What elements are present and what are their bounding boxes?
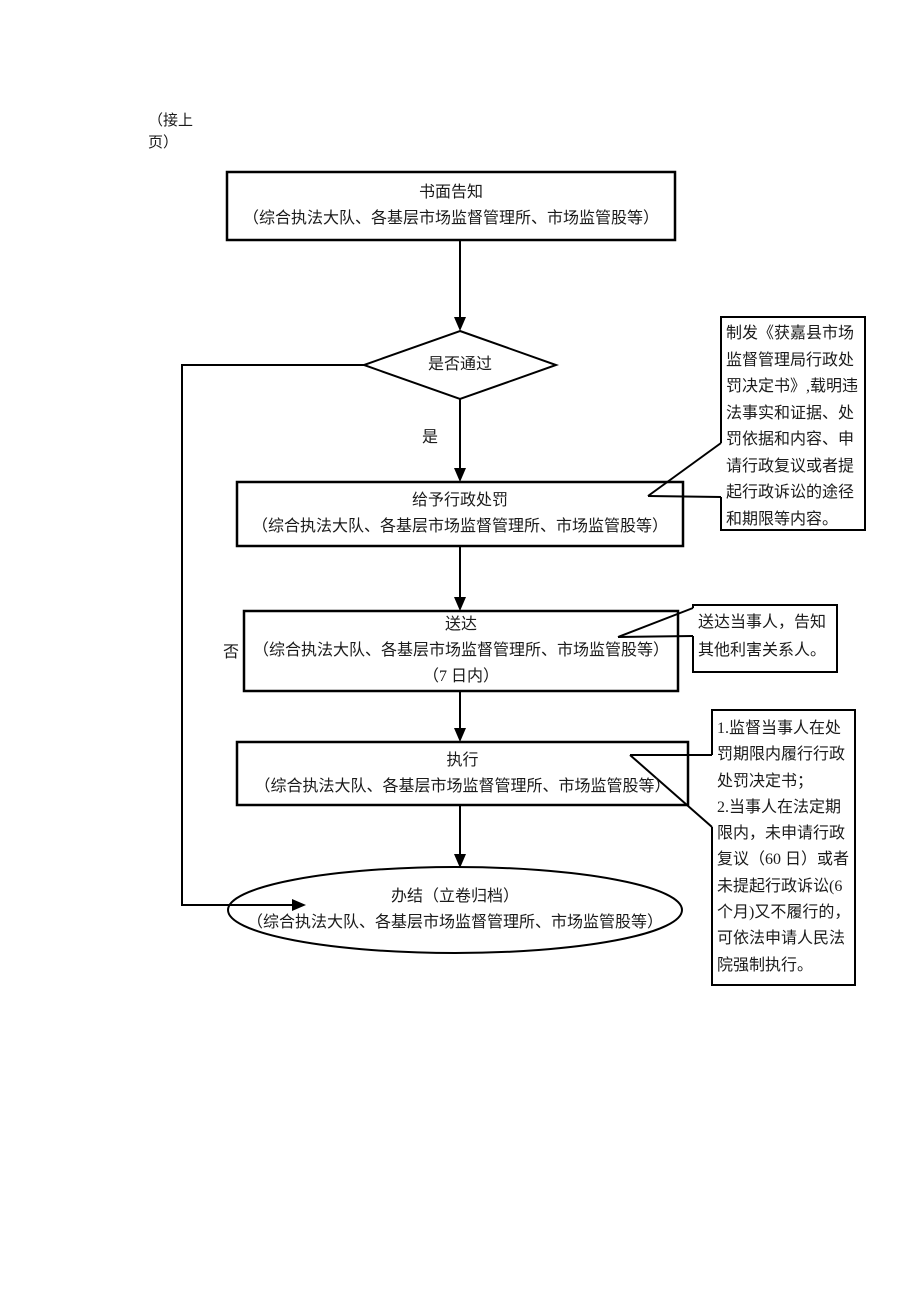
close-node: 办结（立卷归档） （综合执法大队、各基层市场监督管理所、市场监管股等） — [232, 869, 678, 951]
penalty-subtitle: （综合执法大队、各基层市场监督管理所、市场监管股等） — [251, 518, 668, 535]
execute-note-callout-text: 1.监督当事人在处 罚期限内履行行政 处罚决定书； 2.当事人在法定期 限内，未… — [717, 720, 851, 974]
notify-subtitle: （综合执法大队、各基层市场监督管理所、市场监管股等） — [242, 210, 659, 227]
arrowhead-close — [454, 854, 466, 868]
deliver-box-shape — [242, 609, 680, 693]
notify-box-shape — [225, 170, 677, 242]
connector-decision-no-to-close — [181, 364, 364, 906]
penalty-node: 给予行政处罚 （综合执法大队、各基层市场监督管理所、市场监管股等） — [237, 482, 683, 546]
notify-node: 书面告知 （综合执法大队、各基层市场监督管理所、市场监管股等） — [227, 172, 675, 240]
execute-note-callout-shape — [711, 709, 856, 986]
deliver-note-callout-tail — [617, 635, 694, 638]
decision-doc-callout-shape — [720, 316, 866, 531]
yes-branch-label: 是 — [421, 429, 438, 446]
deliver-subtitle: （综合执法大队、各基层市场监督管理所、市场监管股等） — [252, 642, 669, 659]
deliver-title: 送达 — [444, 616, 477, 633]
execute-note-callout-tail — [629, 754, 713, 828]
execute-title: 执行 — [446, 751, 479, 769]
close-subtitle: （综合执法大队、各基层市场监督管理所、市场监管股等） — [246, 914, 663, 931]
deliver-deadline: （7 日内） — [422, 668, 499, 685]
continuation-note: （接上 页） — [148, 113, 194, 151]
arrowhead-penalty — [454, 468, 466, 482]
execute-node: 执行 （综合执法大队、各基层市场监督管理所、市场监管股等） — [237, 742, 688, 805]
arrowhead-no-branch — [292, 899, 306, 911]
decision-doc-callout-tail — [647, 442, 722, 497]
penalty-title: 给予行政处罚 — [411, 492, 508, 509]
arrowhead-decision — [454, 317, 466, 331]
deliver-node: 送达 （综合执法大队、各基层市场监督管理所、市场监管股等） （7 日内） — [244, 611, 678, 691]
no-branch-label: 否 — [222, 644, 239, 661]
close-ellipse-shape — [227, 866, 683, 954]
arrowhead-execute — [454, 728, 466, 742]
execute-box-shape — [235, 740, 690, 807]
deliver-note-callout-tail — [617, 607, 694, 638]
decision-doc-callout-tail — [647, 495, 722, 498]
decision-node: 是否通过 — [385, 351, 535, 379]
deliver-note-callout-shape — [692, 604, 838, 673]
deliver-note-callout-text: 送达当事人，告知 其他利害关系人。 — [698, 614, 827, 659]
decision-label: 是否通过 — [427, 356, 492, 373]
notify-title: 书面告知 — [418, 184, 483, 201]
close-title: 办结（立卷归档） — [390, 888, 519, 905]
execute-subtitle: （综合执法大队、各基层市场监督管理所、市场监管股等） — [254, 777, 671, 795]
arrowhead-deliver — [454, 597, 466, 611]
decision-doc-callout-text: 制发《获嘉县市场 监督管理局行政处 罚决定书》,载明违 法事实和证据、处 罚依据… — [726, 325, 859, 528]
